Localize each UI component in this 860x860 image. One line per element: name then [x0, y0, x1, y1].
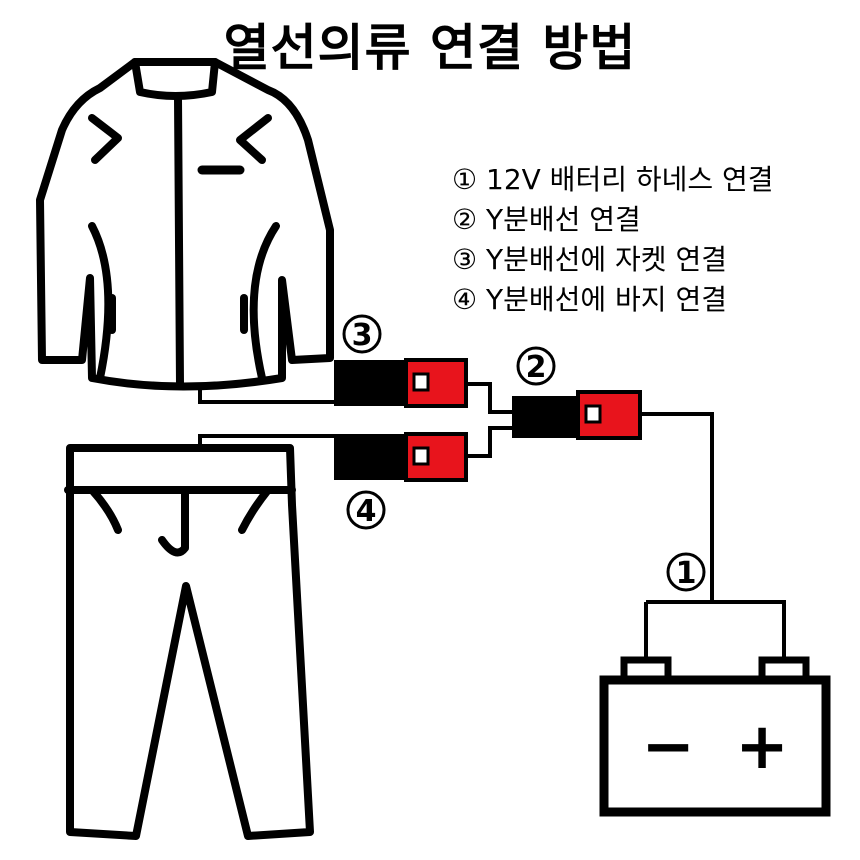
svg-text:3: 3	[352, 318, 373, 353]
svg-text:1: 1	[676, 556, 697, 591]
step-list: ① 12V 배터리 하네스 연결 ② Y분배선 연결 ③ Y분배선에 자켓 연결…	[452, 160, 774, 320]
step-item-2: ② Y분배선 연결	[452, 203, 641, 236]
wiring	[198, 382, 786, 660]
jacket-icon	[36, 58, 334, 391]
step-item-4: ④ Y분배선에 바지 연결	[452, 283, 727, 316]
step-item-3: ③ Y분배선에 자켓 연결	[452, 243, 727, 276]
svg-text:4: 4	[356, 494, 377, 529]
battery-plus: +	[735, 710, 789, 784]
pants-plug-black	[334, 434, 404, 480]
diagram-title: 열선의류 연결 방법	[223, 19, 637, 77]
battery-minus: −	[641, 710, 695, 784]
pants-icon	[64, 444, 314, 840]
callout-4: 4	[346, 490, 386, 530]
battery-icon: − +	[599, 656, 831, 817]
jacket-plug-black	[334, 360, 404, 406]
callout-2: 2	[516, 346, 556, 386]
callout-3: 3	[342, 314, 382, 354]
svg-text:2: 2	[526, 350, 547, 385]
connector-icon	[334, 358, 642, 482]
callout-1: 1	[666, 552, 706, 592]
splitter-socket-bottom	[404, 432, 468, 482]
splitter-plug-black	[512, 396, 576, 438]
step-item-1: ① 12V 배터리 하네스 연결	[452, 163, 774, 196]
